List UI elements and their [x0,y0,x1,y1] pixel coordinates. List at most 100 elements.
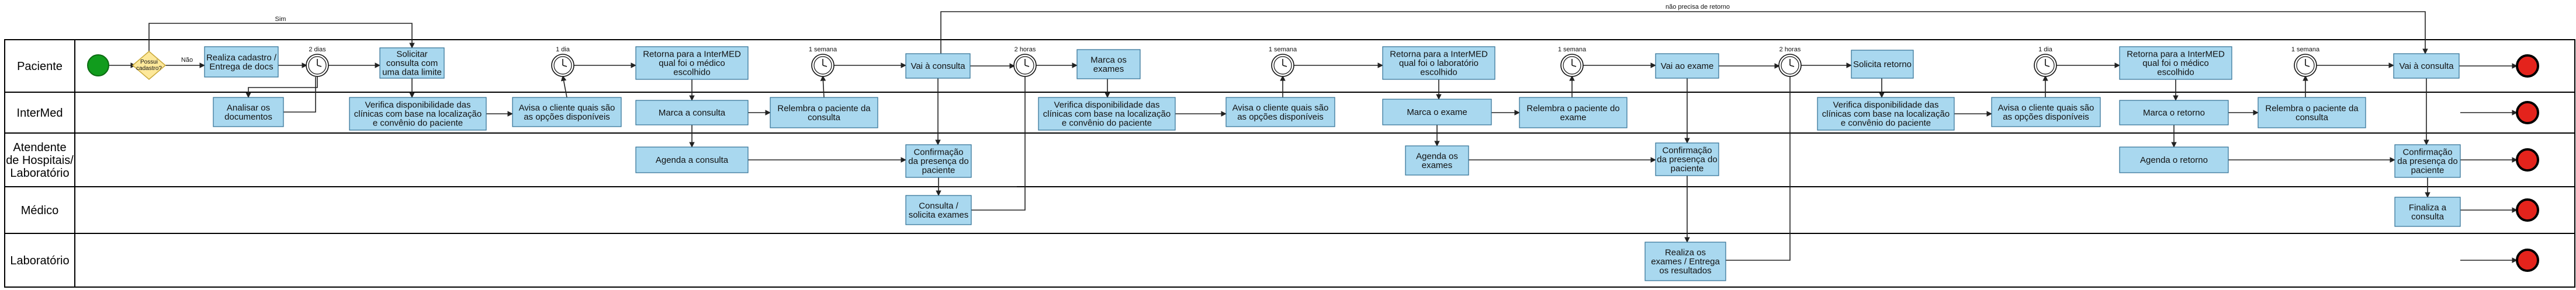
task-label: uma data limite [382,68,442,78]
edge-t22-timer [1726,76,1791,261]
task-label: exames [1093,64,1124,74]
task-label: as opções disponíveis [2003,112,2089,122]
task-label: clínicas com base na localização [354,109,482,119]
task-t23: Solicita retorno [1851,50,1914,79]
task-label: paciente [2411,166,2445,176]
lane-label-paciente: Paciente [17,60,63,73]
start-event [87,54,109,76]
task-label: Retorna para a InterMED [1390,50,1488,60]
edge-t8-timer [820,75,826,98]
task-t9: Agenda a consulta [635,146,749,173]
edge-label-nao: Não [181,57,193,64]
task-label: Relembra o paciente da [2265,103,2359,113]
task-label: da presença do [908,156,968,166]
task-label: Marca os [1090,55,1127,65]
task-label: Verifica disponibilidade das [1833,100,1939,110]
task-label: as opções disponíveis [524,112,610,122]
task-label: Avisa o cliente quais são [1232,103,1329,113]
timer-label: 1 dia [2038,46,2053,53]
task-label: e convênio do paciente [1841,118,1931,128]
task-label: Relembra o paciente do [1526,103,1619,113]
edge-timer-t3 [245,76,318,98]
task-t27: Marca o retorno [2119,100,2229,125]
task-label: exames [1422,160,1453,170]
task-t12: Consulta /solicita exames [905,195,972,225]
task-label: Entrega de docs [209,62,273,72]
task-label: Agenda os [1416,151,1458,161]
timer-label: 1 semana [809,46,837,53]
task-label: Confirmação [2402,148,2452,158]
end-event-atendente [2516,148,2539,172]
lane-label-atendente: Laboratório [10,167,69,180]
task-label: e convênio do paciente [373,118,463,128]
edge-label-sem-retorno: não precisa de retorno [1666,4,1730,11]
task-label: clínicas com base na localização [1822,109,1950,119]
task-label: Analisar os [227,103,270,113]
task-label: Marca o retorno [2143,108,2205,118]
task-t29: Agenda o retorno [2119,146,2229,173]
task-label: clínicas com base na localização [1043,109,1171,119]
svg-text:Possui: Possui [140,59,158,65]
task-label: Relembra o paciente da [777,103,871,113]
task-label: consulta [2411,212,2445,222]
task-label: escolhido [673,68,710,78]
lane-label-medico: Médico [21,204,58,217]
timer-label: 2 horas [1015,46,1036,53]
task-label: consulta [808,113,841,123]
task-label: qual foi o laboratório [1399,58,1479,68]
edge-sem-retorno [940,11,2428,54]
task-label: escolhido [2157,68,2194,78]
svg-text:cadastro?: cadastro? [136,65,162,72]
task-label: Verifica disponibilidade das [365,100,471,110]
timer-event-tm3: 1 semana [809,46,837,77]
edge-t12-timer [971,76,1026,211]
task-label: Confirmação [913,148,963,158]
task-label: Consulta / [919,201,958,211]
timer-event-tm6: 1 semana [1558,46,1587,77]
lane-label-atendente: Atendente [13,141,66,154]
task-label: escolhido [1420,68,1457,78]
task-label: Confirmação [1662,146,1712,156]
task-label: documentos [224,112,272,122]
edge-label-sim: Sim [275,16,286,23]
task-label: qual foi o médico [2142,58,2208,68]
task-label: paciente [1671,164,1704,174]
edge-t5-timer [560,75,567,98]
task-label: Avisa o cliente quais são [519,103,615,113]
task-label: paciente [922,166,955,176]
timer-label: 1 semana [2291,46,2320,53]
end-event-paciente [2516,54,2539,78]
task-label: Realiza os [1665,248,1706,258]
task-label: exames / Entrega [1651,257,1720,267]
task-label: Marca a consulta [659,108,726,118]
timer-event-tm7: 2 horas [1778,46,1802,77]
task-label: consulta com [386,58,438,68]
timer-event-tm9: 1 semana [2291,46,2320,77]
edge-gateway-sim [148,23,415,52]
task-t1: Realiza cadastro /Entrega de docs [204,46,279,78]
task-label: Finaliza a [2409,202,2447,212]
timer-event-tm1: 2 dias [306,46,329,77]
task-label: Solicita retorno [1853,60,1912,69]
lane-label-laboratorio: Laboratório [10,254,69,267]
task-t20: Vai ao exame [1655,53,1719,79]
task-t17: Marca o exame [1382,99,1492,125]
task-label: exame [1560,113,1586,123]
